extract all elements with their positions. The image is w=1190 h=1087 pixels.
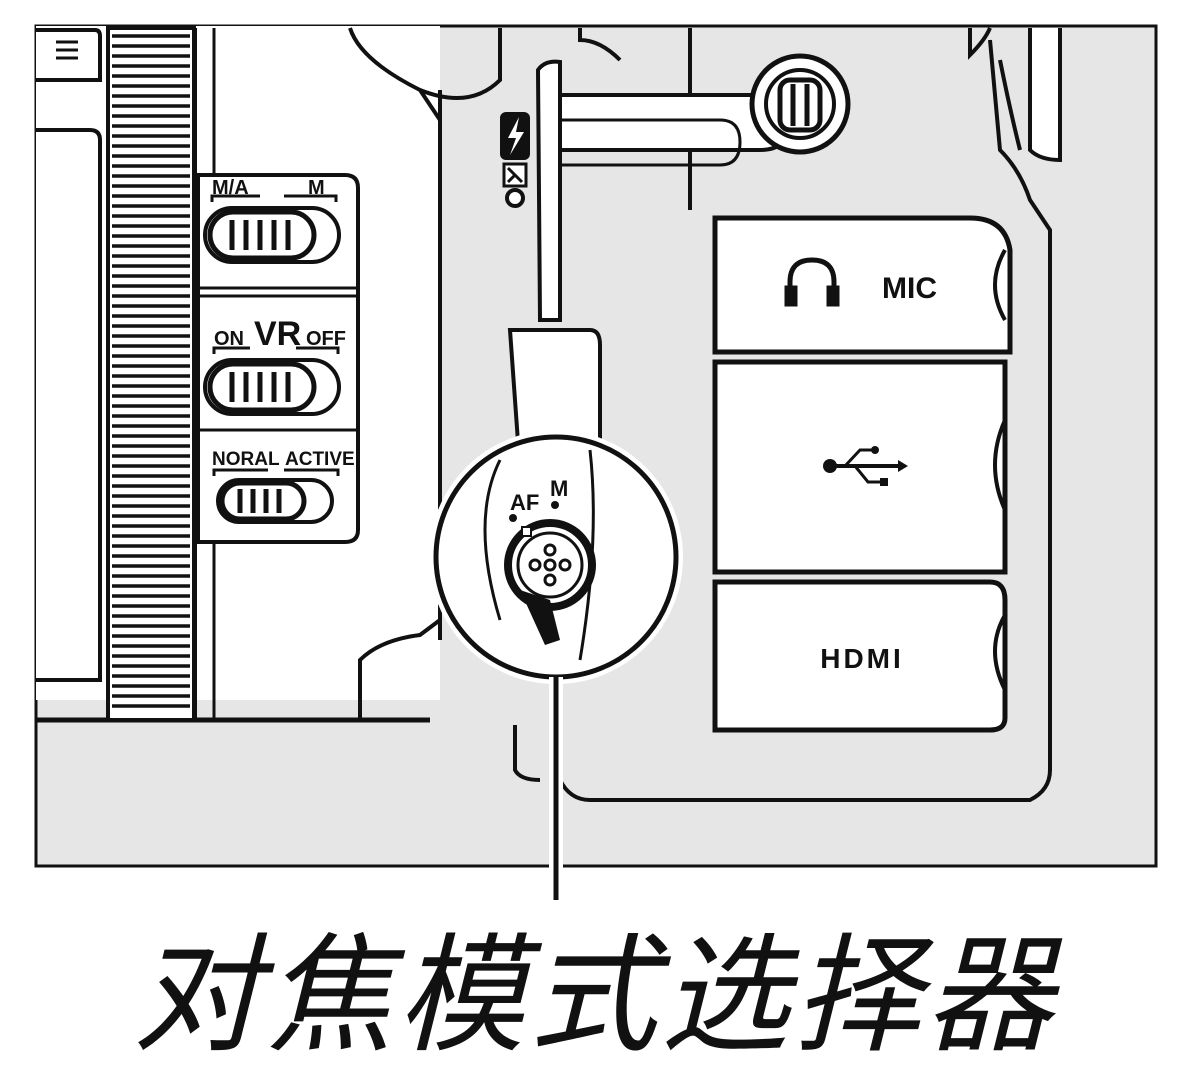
flash-compensation-icon — [502, 162, 528, 208]
focus-mode-selector-callout: AF M — [429, 430, 683, 684]
mic-label: MIC — [882, 272, 937, 305]
vr-label: VR — [254, 315, 301, 353]
headphone-icon — [784, 257, 840, 307]
port-cover-usb[interactable] — [712, 359, 1008, 575]
flash-lever[interactable] — [540, 53, 851, 167]
focus-mode-selector-dial[interactable] — [504, 519, 596, 645]
usb-icon — [823, 446, 908, 486]
lens-focus-left-label: M/A — [212, 177, 249, 199]
lens-focus-right-label: M — [308, 177, 325, 199]
port-cover-hdmi[interactable]: HDMI — [712, 579, 1008, 733]
caption-focus-mode-selector: 对焦模式选择器 — [132, 922, 1057, 1071]
selector-m-label: M — [550, 476, 568, 501]
port-cover-audio[interactable]: MIC — [712, 215, 1013, 355]
vr-on-label: ON — [214, 328, 244, 350]
vr-mode-switch-knob[interactable] — [219, 480, 307, 522]
vr-off-label: OFF — [306, 328, 346, 350]
flash-icon — [500, 112, 530, 160]
camera-side-illustration: M/A M ON VR OFF NORAL ACTIVE — [34, 24, 1158, 900]
vr-mode-normal-label: NORAL — [212, 449, 280, 470]
selector-af-label: AF — [510, 490, 539, 515]
lens-switch-panel: M/A M ON VR OFF NORAL ACTIVE — [196, 173, 360, 544]
hdmi-label: HDMI — [820, 643, 904, 674]
vr-mode-active-label: ACTIVE — [285, 449, 355, 470]
